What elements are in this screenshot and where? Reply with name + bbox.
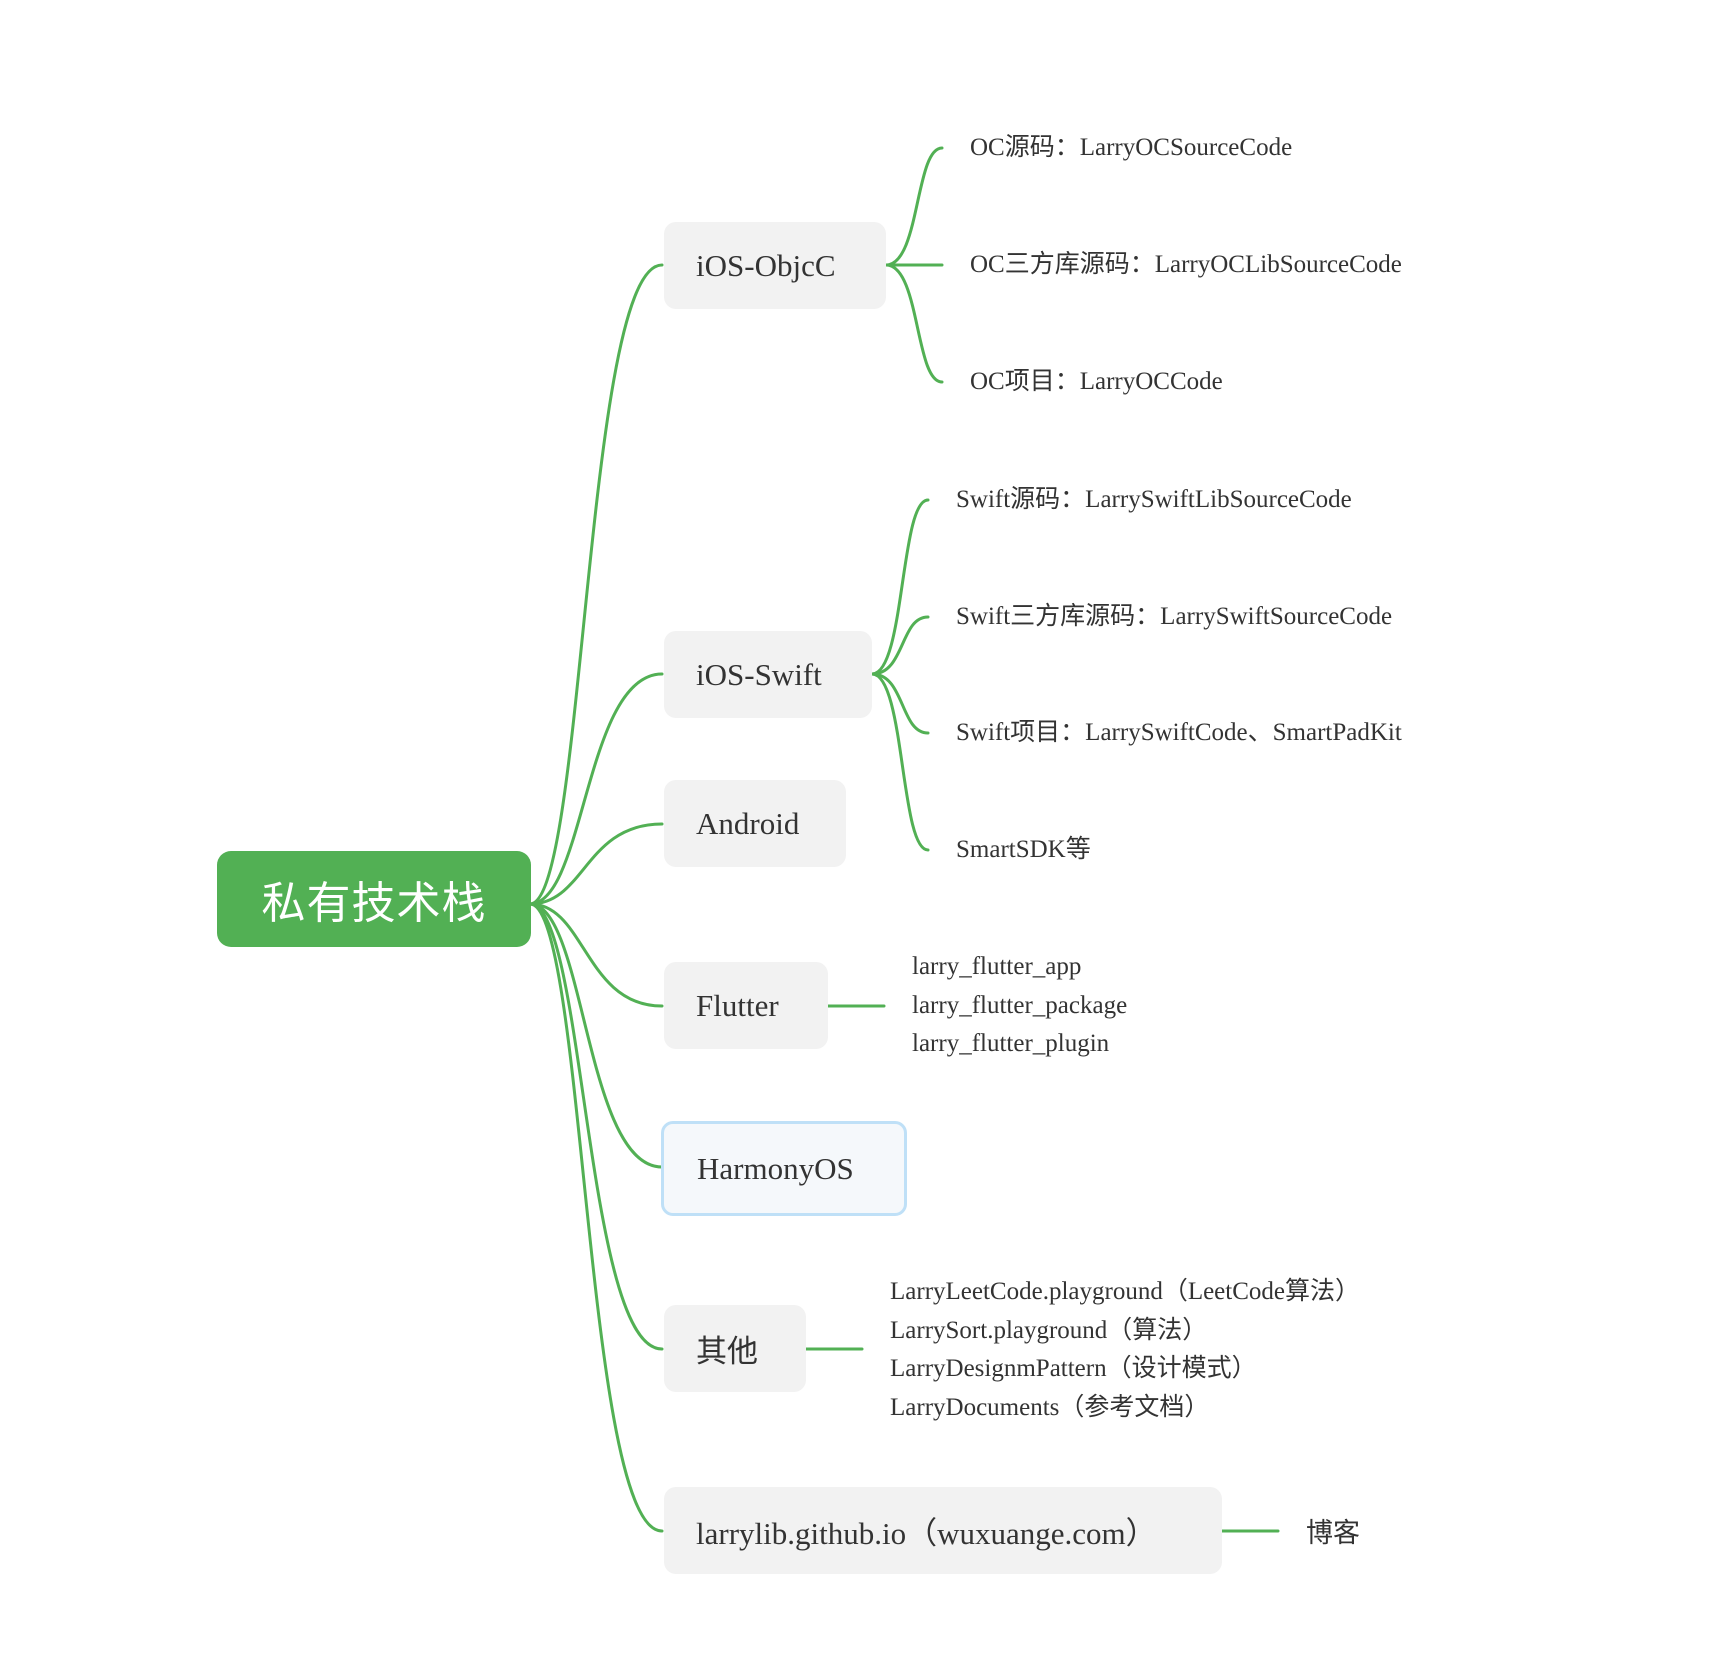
branch-node-flutter[interactable]: Flutter <box>664 962 828 1049</box>
leaf-other-sort: LarrySort.playground（算法） <box>890 1316 1208 1344</box>
connector-root-android <box>528 822 664 906</box>
leaf-flutter-list[interactable]: larry_flutter_app larry_flutter_package … <box>912 948 1127 1064</box>
leaf-other-documents: LarryDocuments（参考文档） <box>890 1393 1210 1421</box>
leaf-swift-source[interactable]: Swift源码：LarrySwiftLibSourceCode <box>956 486 1352 513</box>
leaf-other-list[interactable]: LarryLeetCode.playground（LeetCode算法） Lar… <box>890 1273 1360 1427</box>
branch-node-other[interactable]: 其他 <box>664 1305 806 1392</box>
leaf-flutter-package: larry_flutter_package <box>912 991 1128 1019</box>
branch-node-label: 其他 <box>696 1334 758 1369</box>
branch-node-label: larrylib.github.io（wuxuange.com） <box>696 1516 1157 1551</box>
leaf-swift-project[interactable]: Swift项目：LarrySwiftCode、SmartPadKit <box>956 719 1402 746</box>
branch-node-label: HarmonyOS <box>697 1150 854 1186</box>
branch-node-label: iOS-Swift <box>696 656 822 692</box>
branch-node-ios-swift[interactable]: iOS-Swift <box>664 631 872 718</box>
connector-objc-item-3 <box>884 263 944 384</box>
connector-objc-item-1 <box>884 146 944 267</box>
leaf-other-design-pattern: LarryDesignmPattern（设计模式） <box>890 1355 1257 1382</box>
leaf-flutter-app: larry_flutter_app <box>912 953 1082 980</box>
leaf-other-leetcode: LarryLeetCode.playground（LeetCode算法） <box>890 1278 1360 1305</box>
connector-root-other <box>528 902 664 1351</box>
connector-root-harmony <box>528 902 664 1169</box>
leaf-swift-sdk[interactable]: SmartSDK等 <box>956 836 1091 863</box>
branch-node-blog-site[interactable]: larrylib.github.io（wuxuange.com） <box>664 1487 1222 1574</box>
branch-node-label: Android <box>696 805 800 841</box>
branch-node-label: iOS-ObjcC <box>696 247 836 283</box>
connector-root-objc <box>528 263 664 906</box>
branch-node-harmonyos[interactable]: HarmonyOS <box>661 1121 907 1216</box>
connector-swift-item-1 <box>870 498 930 676</box>
leaf-objc-project[interactable]: OC项目：LarryOCCode <box>970 368 1223 395</box>
connector-swift-item-2 <box>870 615 930 676</box>
branch-node-android[interactable]: Android <box>664 780 846 867</box>
connector-root-blog <box>528 902 664 1533</box>
leaf-swift-lib-source[interactable]: Swift三方库源码：LarrySwiftSourceCode <box>956 603 1393 630</box>
connector-root-swift <box>528 672 664 906</box>
root-node[interactable]: 私有技术栈 <box>217 851 531 947</box>
connector-swift-item-4 <box>870 672 930 852</box>
leaf-objc-source[interactable]: OC源码：LarryOCSourceCode <box>970 134 1293 161</box>
branch-node-ios-objcc[interactable]: iOS-ObjcC <box>664 222 886 309</box>
leaf-objc-lib-source[interactable]: OC三方库源码：LarryOCLibSourceCode <box>970 251 1402 278</box>
branch-node-label: Flutter <box>696 987 779 1023</box>
root-node-label: 私有技术栈 <box>261 879 487 928</box>
connector-swift-item-3 <box>870 672 930 735</box>
leaf-flutter-plugin: larry_flutter_plugin <box>912 1030 1110 1057</box>
connector-root-flutter <box>528 902 664 1008</box>
leaf-blog[interactable]: 博客 <box>1306 1518 1360 1548</box>
